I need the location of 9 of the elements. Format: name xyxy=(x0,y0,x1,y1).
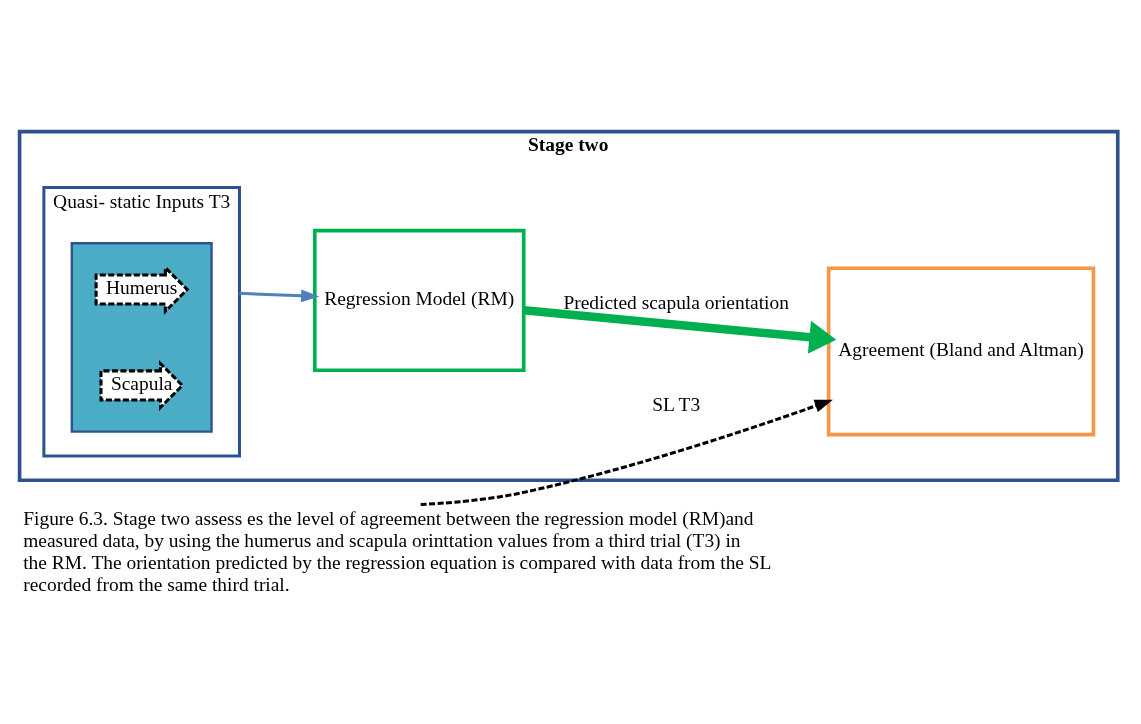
edge-label: Predicted scapula orientation xyxy=(563,291,789,313)
arrow xyxy=(239,289,320,303)
caption: Figure 6.3. Stage two assess es the level of agreement between the regression model (RM)and measured data, by using the humerus and scapula orinttation values from a third trial (T3) in the RM. The orientation predicted by the regression equation is compared with data from the SL recorded from the same third trial. xyxy=(23,508,772,595)
edge-label: SL T3 xyxy=(652,393,701,415)
node-box: Regression Model (RM) xyxy=(312,228,526,373)
arrow xyxy=(420,399,833,507)
cluster xyxy=(70,242,213,433)
node-box: Agreement (Bland and Altman) xyxy=(826,266,1096,437)
arrow xyxy=(523,305,837,354)
